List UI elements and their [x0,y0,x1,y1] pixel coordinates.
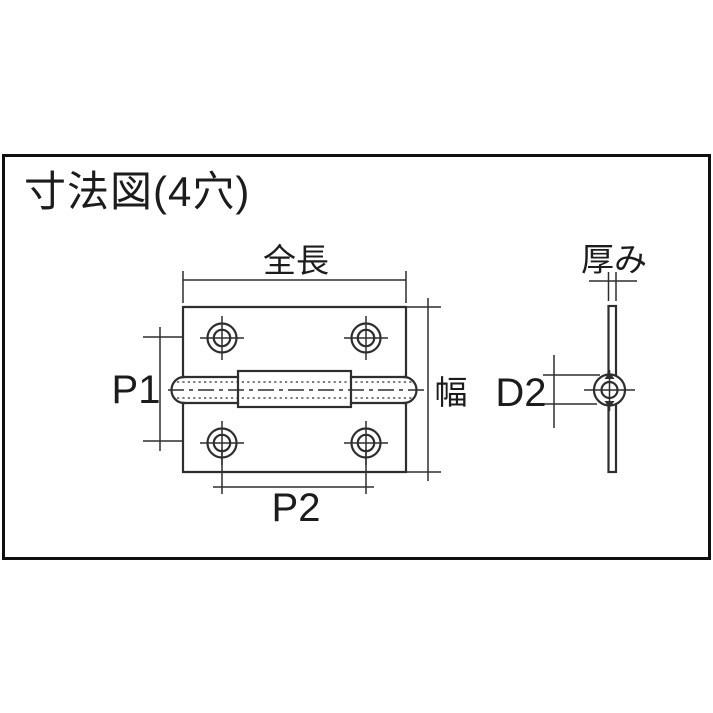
diagram-border [2,154,711,560]
barrel-fillet-top [604,372,615,379]
label-thickness: 厚み [581,241,647,278]
hinge-bottom-leaf [181,401,408,474]
label-total-length: 全長 [263,242,329,279]
center-knuckle [236,369,353,409]
front-view: 全長 P1 P2 幅 [112,242,468,530]
side-view: 厚み D2 [495,241,647,474]
screw-hole-top-right [344,316,388,360]
label-d2: D2 [495,371,546,415]
barrel-fillet-bottom [604,401,615,408]
label-p2: P2 [272,486,321,530]
dimension-p1: P1 [112,327,182,451]
label-width: 幅 [435,374,468,411]
diagram-title: 寸法図(4穴) [24,168,250,215]
dimension-d2: D2 [495,355,600,428]
dimension-width: 幅 [407,298,468,481]
label-p1: P1 [112,368,161,412]
dimension-thickness: 厚み [581,241,647,301]
screw-hole-top-left [200,316,244,360]
dimension-p2: P2 [213,449,374,530]
hinge-top-leaf [181,305,408,379]
dimension-total-length: 全長 [182,242,407,303]
